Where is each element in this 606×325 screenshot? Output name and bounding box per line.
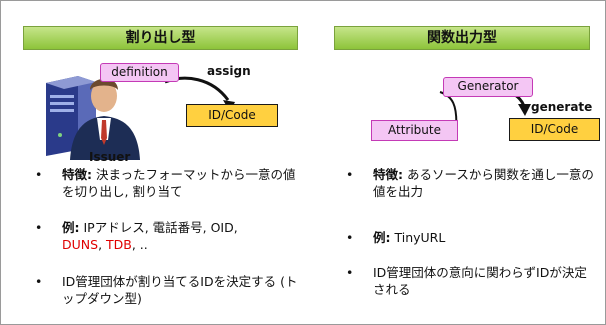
red-example-tdb: TDB bbox=[106, 237, 132, 252]
bullet-dot: • bbox=[346, 265, 354, 280]
red-example-duns: DUNS bbox=[62, 237, 99, 252]
issuer-label: Issuer bbox=[89, 150, 131, 164]
bullet-text: 例: TinyURL bbox=[373, 230, 446, 245]
assign-label: assign bbox=[207, 64, 251, 78]
bullet-text: ID管理団体が割り当てるIDを決定する (トップダウン型) bbox=[62, 274, 298, 306]
bullet-dot: • bbox=[35, 274, 43, 289]
right-header: 関数出力型 bbox=[334, 26, 590, 50]
generator-box: Generator bbox=[443, 77, 533, 97]
bullet-text: 例: IPアドレス, 電話番号, OID, DUNS, TDB, .. bbox=[62, 220, 238, 252]
attribute-box: Attribute bbox=[371, 120, 458, 141]
bullet-text: 特徴: あるソースから関数を通し一意の値を出力 bbox=[373, 167, 594, 199]
bullet-dot: • bbox=[35, 167, 43, 182]
left-header: 割り出し型 bbox=[23, 26, 298, 50]
bullet-dot: • bbox=[35, 220, 43, 235]
definition-box: definition bbox=[100, 63, 179, 82]
bullet-text: 特徴: 決まったフォーマットから一意の値を切り出し, 割り当て bbox=[62, 167, 296, 199]
generate-label: generate bbox=[531, 100, 593, 114]
bullet-dot: • bbox=[346, 230, 354, 245]
id-code-box-right: ID/Code bbox=[509, 118, 600, 141]
id-code-box-left: ID/Code bbox=[186, 104, 278, 127]
person-icon bbox=[70, 78, 140, 160]
bullet-text: ID管理団体の意向に関わらずIDが決定される bbox=[373, 265, 587, 297]
bullet-dot: • bbox=[346, 167, 354, 182]
